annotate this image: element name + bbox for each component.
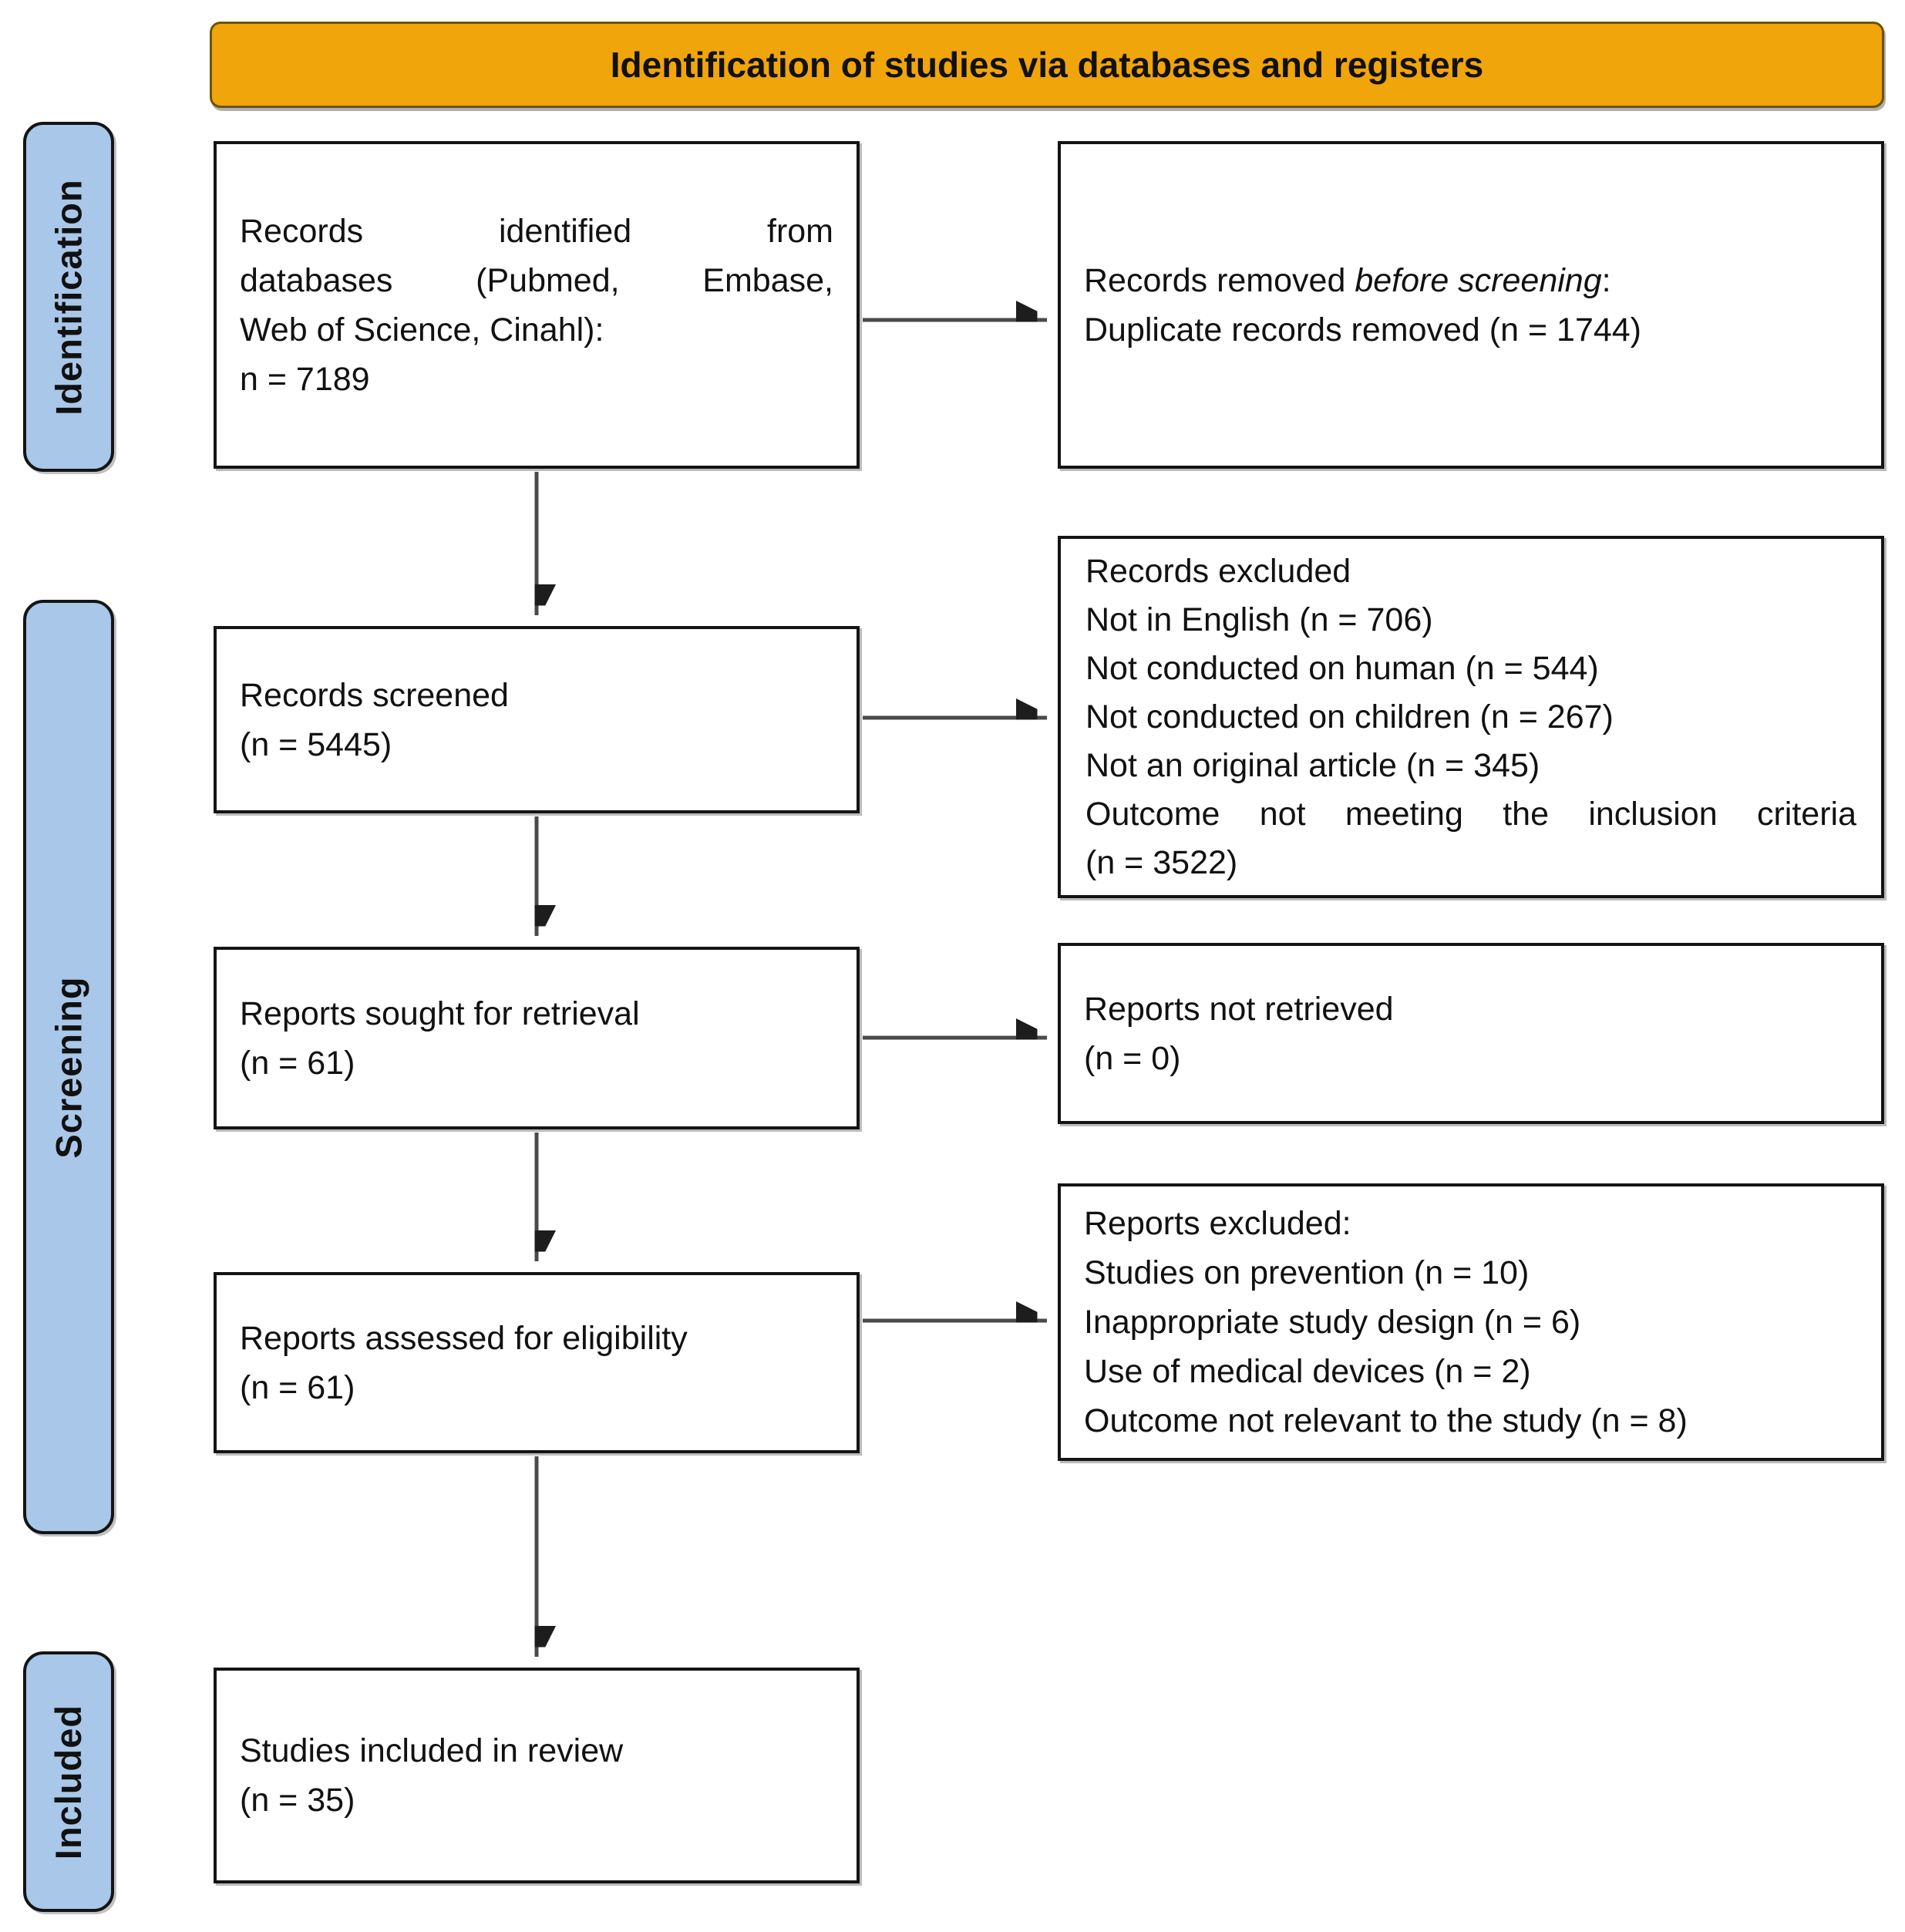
- stage-label-text: Screening: [48, 975, 89, 1159]
- box-line: Records excluded: [1085, 552, 1351, 590]
- box-line: (n = 5445): [240, 725, 392, 763]
- box-line: Not conducted on children (n = 267): [1085, 698, 1614, 735]
- box-line-text: Records removed: [1084, 261, 1355, 299]
- box-line: (n = 0): [1084, 1039, 1181, 1077]
- box-line: Inappropriate study design (n = 6): [1084, 1304, 1581, 1341]
- box-records-excluded: Records excluded Not in English (n = 706…: [1058, 536, 1884, 898]
- stage-label-identification: Identification: [23, 122, 114, 472]
- box-records-screened: Records screened (n = 5445): [214, 626, 860, 813]
- box-line: Not conducted on human (n = 544): [1085, 649, 1599, 687]
- box-line: Records identified from: [240, 212, 833, 250]
- box-line: Not an original article (n = 345): [1085, 746, 1540, 784]
- box-line: Records screened: [240, 676, 509, 714]
- diagram-title: Identification of studies via databases …: [610, 45, 1484, 85]
- box-line: Reports assessed for eligibility: [240, 1319, 688, 1357]
- box-line: Not in English (n = 706): [1085, 601, 1433, 638]
- box-line: (n = 61): [240, 1368, 355, 1406]
- diagram-title-banner: Identification of studies via databases …: [210, 22, 1884, 108]
- box-reports-not-retrieved: Reports not retrieved (n = 0): [1058, 943, 1884, 1124]
- box-line: n = 7189: [240, 360, 370, 398]
- box-reports-sought: Reports sought for retrieval (n = 61): [214, 947, 860, 1129]
- box-line: Use of medical devices (n = 2): [1084, 1353, 1531, 1390]
- box-line: (n = 35): [240, 1782, 355, 1819]
- box-reports-assessed: Reports assessed for eligibility (n = 61…: [214, 1272, 860, 1453]
- stage-label-text: Included: [48, 1704, 89, 1860]
- box-line: Web of Science, Cinahl):: [240, 311, 604, 348]
- box-records-identified: Records identified from databases (Pubme…: [214, 141, 860, 469]
- box-line: (n = 3522): [1085, 843, 1238, 881]
- stage-label-included: Included: [23, 1651, 114, 1912]
- box-studies-included: Studies included in review (n = 35): [214, 1668, 860, 1883]
- box-line: Reports excluded:: [1084, 1205, 1351, 1242]
- stage-label-text: Identification: [48, 178, 89, 416]
- box-reports-excluded: Reports excluded: Studies on prevention …: [1058, 1183, 1884, 1461]
- box-line: Studies on prevention (n = 10): [1084, 1254, 1530, 1291]
- box-records-removed-before-screening: Records removed before screening: Duplic…: [1058, 141, 1884, 469]
- box-line: databases (Pubmed, Embase,: [240, 261, 833, 299]
- box-line: Reports not retrieved: [1084, 990, 1394, 1028]
- box-line: Duplicate records removed (n = 1744): [1084, 311, 1642, 348]
- box-line-italic-text: before screening: [1355, 261, 1602, 299]
- box-line: Reports sought for retrieval: [240, 995, 640, 1032]
- box-line: (n = 61): [240, 1044, 355, 1082]
- stage-label-screening: Screening: [23, 600, 114, 1534]
- box-line-text: :: [1601, 261, 1611, 299]
- box-line: Records removed before screening:: [1084, 256, 1858, 305]
- box-line: Outcome not meeting the inclusion criter…: [1085, 795, 1856, 833]
- box-line: Outcome not relevant to the study (n = 8…: [1084, 1402, 1688, 1439]
- box-line: Studies included in review: [240, 1732, 624, 1769]
